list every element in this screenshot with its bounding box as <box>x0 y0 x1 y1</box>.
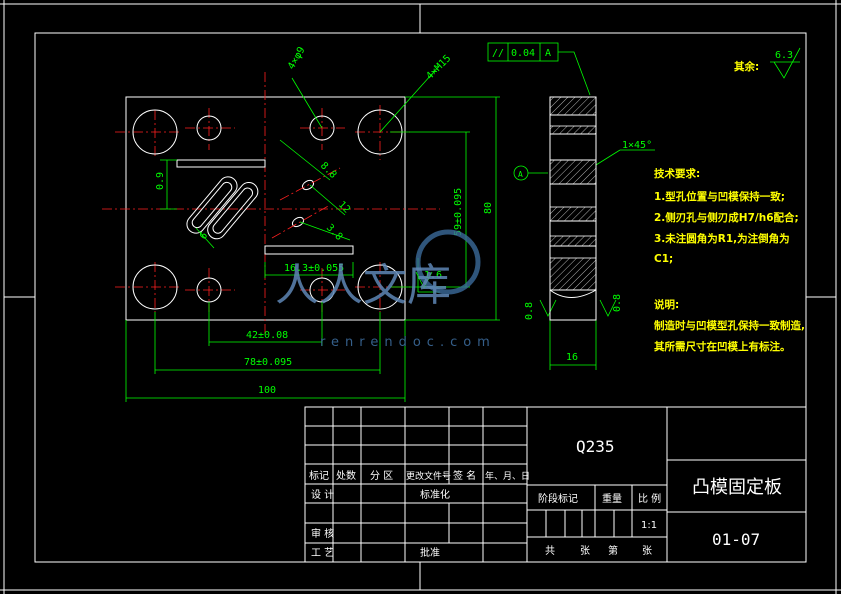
tb-ratio: 比 例 <box>638 492 661 505</box>
tb-scale: 1:1 <box>641 520 657 531</box>
large-hole-bl <box>132 264 178 310</box>
tech-note-3: 3.未注圆角为R1,为注倒角为 <box>654 232 790 245</box>
tb-sheet-unit: 张 <box>642 545 652 557</box>
dim-59: 59±0.095 <box>453 188 464 236</box>
dim-16-3: 16.3±0.055 <box>284 263 344 274</box>
front-view <box>102 64 441 335</box>
tb-process: 工 艺 <box>311 547 334 559</box>
tb-date: 年、月、日 <box>485 470 530 482</box>
tb-design: 设 计 <box>311 488 334 501</box>
notes: 技术要求: 1.型孔位置与凹模保持一致; 2.侧刃孔与侧刃成H7/h6配合; 3… <box>654 47 805 353</box>
small-hole-2 <box>291 216 305 228</box>
dim-1-6: 1.6 <box>424 270 442 281</box>
tb-title: 凸模固定板 <box>692 477 782 498</box>
tb-number: 01-07 <box>712 530 760 549</box>
dim-8-8: 8.8 <box>318 160 339 181</box>
large-hole-tl <box>132 109 178 155</box>
explain-note-1: 制造时与凹模型孔保持一致制造, <box>654 319 805 332</box>
tb-weight: 重量 <box>602 492 622 505</box>
tol-value: 0.04 <box>511 48 535 59</box>
dim-78: 78±0.095 <box>244 357 292 368</box>
watermark-text: renrendoc.com <box>320 335 496 350</box>
tb-mark: 标记 <box>309 470 329 482</box>
watermark-logo: 人人文库 <box>275 260 451 311</box>
side-view <box>549 96 597 321</box>
tb-approve: 批准 <box>420 546 440 559</box>
tech-note-2: 2.侧刃孔与侧刃成H7/h6配合; <box>654 211 799 224</box>
tb-sheets: 张 <box>580 545 590 557</box>
roughness-rest-value: 6.3 <box>775 50 793 61</box>
tb-sign: 签 名 <box>453 469 476 482</box>
pin-hole-tr <box>309 115 335 141</box>
pin-hole-tl <box>196 115 222 141</box>
tb-material: Q235 <box>576 437 615 456</box>
dim-6: 6 <box>198 230 210 242</box>
dim-3-8: 3.8 <box>324 222 345 243</box>
watermark: 人人文库 renrendoc.com <box>275 229 496 350</box>
dim-4xphi9: 4×φ9 <box>286 45 308 71</box>
roughness-rest-label: 其余: <box>734 60 759 73</box>
punch-slot-2 <box>207 181 259 240</box>
tb-stage-mark: 阶段标记 <box>538 492 578 505</box>
tech-note-1: 1.型孔位置与凹模保持一致; <box>654 190 785 203</box>
dim-12: 12 <box>336 199 352 215</box>
side-slot-bottom <box>264 245 354 255</box>
tb-zone: 分 区 <box>370 470 393 482</box>
dim-4xm15: 4×M15 <box>424 53 453 82</box>
explain-title: 说明: <box>654 298 679 311</box>
tb-check: 审 核 <box>311 527 334 540</box>
tb-standard: 标准化 <box>420 488 450 501</box>
tech-title: 技术要求: <box>654 167 700 180</box>
datum-a: A <box>518 170 523 179</box>
punch-slot-1 <box>186 176 238 234</box>
tb-change-doc: 更改文件号 <box>406 470 451 482</box>
tol-datum: A <box>545 48 551 59</box>
side-slot-top <box>176 159 266 168</box>
dim-0-8-b: 0.8 <box>612 294 623 312</box>
tb-total: 共 <box>545 545 555 557</box>
tol-symbol: // <box>492 48 504 59</box>
dim-chamfer: 1×45° <box>622 140 652 151</box>
tb-count: 处数 <box>336 469 356 482</box>
dim-thickness-16: 16 <box>566 352 578 363</box>
dim-0-8-a: 0.8 <box>524 302 535 320</box>
tb-sheet-no: 第 <box>608 544 618 557</box>
title-block: 标记 处数 分 区 更改文件号 签 名 年、月、日 设 计 标准化 审 核 工 … <box>304 406 807 563</box>
dim-42: 42±0.08 <box>246 330 288 341</box>
dim-0-9-left: 0.9 <box>155 172 166 190</box>
dim-80: 80 <box>483 202 494 214</box>
dim-width-total: 100 <box>258 385 276 396</box>
plate-outline <box>125 96 406 321</box>
explain-note-2: 其所需尺寸在凹模上有标注。 <box>654 340 791 353</box>
tech-note-3b: C1; <box>654 253 673 265</box>
